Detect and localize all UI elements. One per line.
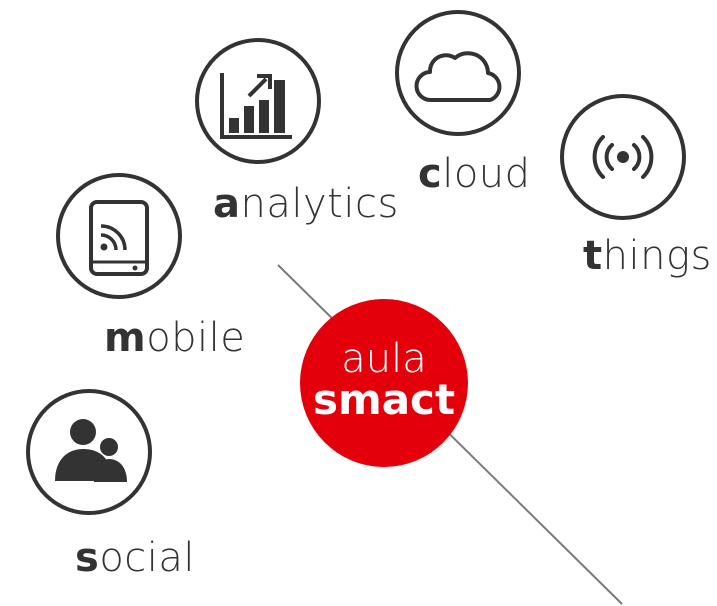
things-label-initial: t bbox=[583, 233, 603, 279]
social-label: social bbox=[75, 538, 195, 578]
analytics-chart-icon bbox=[195, 38, 321, 164]
hub-label: aula smact bbox=[300, 339, 468, 421]
cloud-label: cloud bbox=[418, 154, 531, 194]
analytics-label-initial: a bbox=[213, 181, 241, 227]
cloud-icon bbox=[395, 10, 521, 136]
people-icon bbox=[26, 389, 152, 515]
mobile-label-rest: obile bbox=[146, 315, 246, 361]
mobile-label-initial: m bbox=[104, 315, 147, 361]
social-label-rest: ocial bbox=[99, 535, 196, 581]
cloud-label-initial: c bbox=[418, 151, 443, 197]
hub-label-line2: smact bbox=[312, 375, 456, 424]
hub-label-line1: aula bbox=[341, 336, 427, 382]
hub-circle bbox=[300, 299, 468, 467]
broadcast-icon bbox=[560, 94, 686, 220]
analytics-label: analytics bbox=[213, 184, 399, 224]
tablet-icon bbox=[56, 173, 182, 299]
social-label-initial: s bbox=[75, 535, 100, 581]
cloud-label-rest: loud bbox=[442, 151, 531, 197]
things-label-rest: hings bbox=[602, 233, 712, 279]
things-label: things bbox=[583, 236, 712, 276]
analytics-label-rest: nalytics bbox=[240, 181, 399, 227]
mobile-label: mobile bbox=[104, 318, 245, 358]
